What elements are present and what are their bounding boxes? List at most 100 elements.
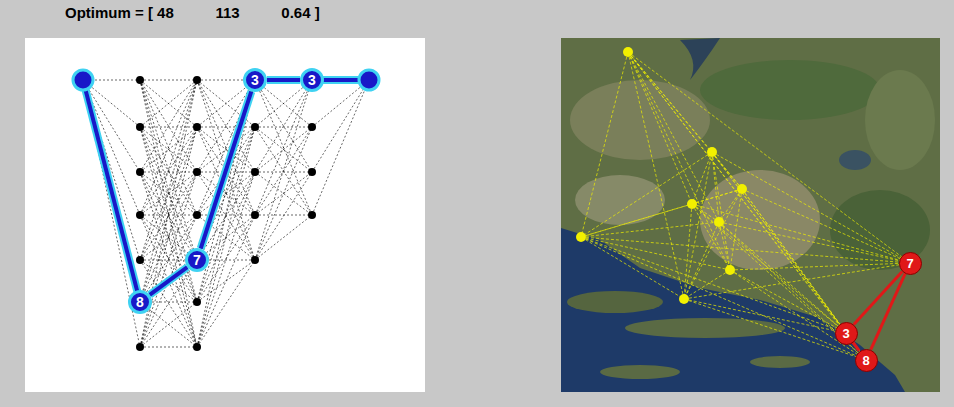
candidate-link bbox=[140, 172, 197, 260]
node-number: 7 bbox=[193, 253, 201, 267]
map-site bbox=[576, 232, 586, 242]
map-terrain bbox=[575, 175, 665, 225]
candidate-link bbox=[140, 215, 197, 347]
map-link bbox=[692, 204, 866, 360]
path-halo bbox=[201, 91, 252, 248]
candidate-link bbox=[140, 215, 197, 347]
graph-dot bbox=[136, 168, 144, 176]
candidate-link bbox=[140, 80, 197, 81]
map-site bbox=[707, 147, 717, 157]
map-site bbox=[679, 294, 689, 304]
route-connector bbox=[150, 267, 188, 295]
map-lake bbox=[839, 150, 871, 170]
candidate-link bbox=[255, 215, 312, 260]
node-number: 3 bbox=[308, 73, 316, 87]
candidate-link bbox=[312, 80, 369, 215]
map-link bbox=[719, 222, 846, 333]
map-link bbox=[581, 237, 846, 333]
map-link bbox=[730, 263, 910, 270]
map-link bbox=[692, 204, 846, 333]
candidate-link bbox=[140, 80, 197, 260]
map-link bbox=[684, 189, 742, 299]
map-water bbox=[680, 38, 720, 80]
map-site bbox=[725, 265, 735, 275]
graph-dot bbox=[136, 76, 144, 84]
map-link bbox=[719, 189, 742, 222]
graph-dot bbox=[193, 343, 201, 351]
candidate-link bbox=[255, 127, 312, 172]
candidate-link bbox=[140, 80, 197, 172]
path-node: 3 bbox=[243, 68, 267, 92]
path-halo bbox=[267, 76, 300, 84]
map-link bbox=[684, 222, 719, 299]
candidate-link bbox=[140, 127, 197, 172]
map-link bbox=[719, 222, 910, 263]
candidate-link bbox=[140, 172, 197, 260]
candidate-link bbox=[140, 80, 197, 215]
graph-dot bbox=[193, 211, 201, 219]
route-connector bbox=[853, 342, 859, 351]
candidate-link bbox=[197, 80, 255, 260]
graph-dot bbox=[251, 168, 259, 176]
candidate-link bbox=[140, 127, 197, 260]
candidate-link bbox=[140, 127, 197, 215]
candidate-link bbox=[255, 80, 312, 172]
graph-dot bbox=[308, 168, 316, 176]
candidate-link bbox=[140, 80, 197, 215]
map-node: 7 bbox=[899, 252, 922, 275]
graph-dot bbox=[193, 123, 201, 131]
map-island bbox=[625, 318, 785, 338]
route-connector bbox=[201, 91, 252, 248]
map-link bbox=[712, 152, 910, 263]
candidate-link bbox=[197, 127, 255, 302]
map-island bbox=[600, 365, 680, 379]
map-link bbox=[684, 299, 846, 333]
path-line bbox=[201, 91, 252, 248]
graph-dot bbox=[136, 343, 144, 351]
route-line bbox=[871, 273, 905, 349]
map-terrain bbox=[700, 60, 880, 120]
map-image bbox=[561, 38, 940, 392]
map-terrain bbox=[865, 70, 935, 170]
path-node: 8 bbox=[128, 290, 152, 314]
layer-graph-lines bbox=[83, 76, 369, 351]
map-island bbox=[567, 291, 663, 313]
route-line bbox=[853, 342, 859, 351]
map-link bbox=[692, 152, 712, 204]
map-link bbox=[719, 222, 866, 360]
candidate-link bbox=[255, 127, 312, 260]
graph-dot bbox=[136, 211, 144, 219]
path-halo bbox=[150, 267, 188, 295]
graph-dot bbox=[193, 168, 201, 176]
graph-dot bbox=[193, 76, 201, 84]
path-line bbox=[150, 267, 188, 295]
map-link bbox=[692, 204, 730, 270]
path-line bbox=[267, 78, 300, 82]
map-site bbox=[737, 184, 747, 194]
map-site bbox=[623, 47, 633, 57]
map-link bbox=[684, 263, 910, 299]
candidate-link bbox=[197, 172, 255, 260]
node-number: 3 bbox=[251, 73, 259, 87]
candidate-link bbox=[312, 80, 369, 172]
map-link bbox=[581, 204, 692, 237]
map-link bbox=[684, 270, 730, 299]
candidate-link bbox=[255, 80, 312, 215]
map-link bbox=[712, 152, 719, 222]
map-link bbox=[628, 52, 910, 263]
map-link bbox=[684, 299, 866, 360]
map-link bbox=[628, 52, 866, 360]
map-link bbox=[581, 152, 712, 237]
map-island bbox=[750, 356, 810, 368]
map-link bbox=[628, 52, 730, 270]
candidate-link bbox=[140, 172, 197, 173]
candidate-link bbox=[197, 260, 255, 347]
candidate-link bbox=[255, 172, 312, 260]
route-connector bbox=[871, 273, 905, 349]
candidate-link bbox=[140, 127, 197, 128]
candidate-link bbox=[140, 80, 197, 260]
map-link bbox=[712, 152, 730, 270]
